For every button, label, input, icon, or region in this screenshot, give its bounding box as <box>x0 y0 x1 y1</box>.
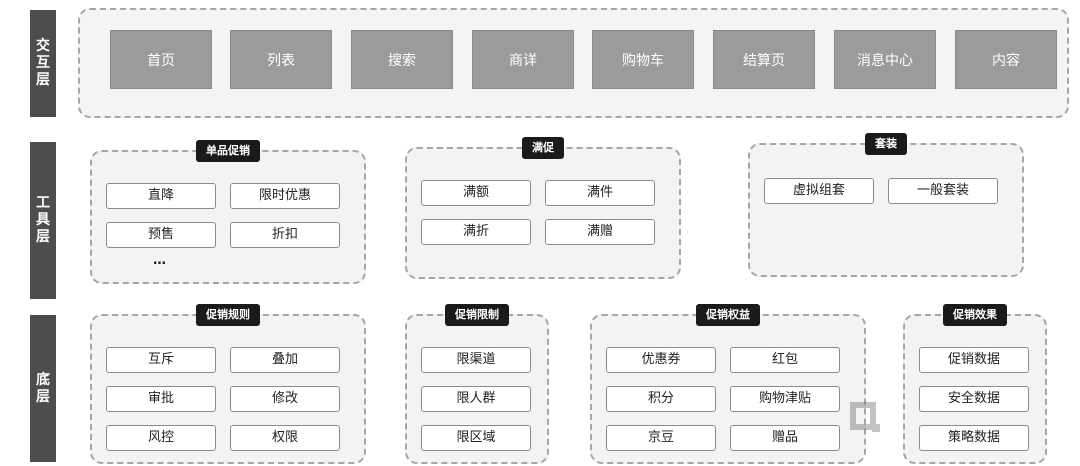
base-benefits-item: 赠品 <box>730 425 840 451</box>
ui-checkout-label: 结算页 <box>743 52 785 69</box>
watermark-logo <box>850 398 1040 440</box>
tool-single-ellipsis: … <box>153 253 166 268</box>
base-benefits-item: 积分 <box>606 386 716 412</box>
tool-single-item: 限时优惠 <box>230 183 340 209</box>
ui-checkout: 结算页 <box>713 30 815 89</box>
base-limits-item: 限渠道 <box>421 347 531 373</box>
tool-single-item: 预售 <box>106 222 216 248</box>
base-group-benefits-title: 促销权益 <box>696 304 760 326</box>
base-effects-item: 促销数据 <box>919 347 1029 373</box>
base-effects-item: 策略数据 <box>919 425 1029 451</box>
watermark-box-icon <box>850 402 876 430</box>
layer-label-base: 底层 <box>30 315 56 462</box>
layer-label-interaction: 交互层 <box>30 10 56 117</box>
tool-single-item: 直降 <box>106 183 216 209</box>
tool-full-item: 满额 <box>421 180 531 206</box>
base-group-rules-title: 促销规则 <box>196 304 260 326</box>
tool-group-bundle-title: 套装 <box>865 133 907 155</box>
ui-cart-label: 购物车 <box>622 52 664 69</box>
base-benefits-item: 优惠券 <box>606 347 716 373</box>
ui-message-center: 消息中心 <box>834 30 936 89</box>
ui-search-label: 搜索 <box>388 52 416 69</box>
tool-full-item: 满赠 <box>545 219 655 245</box>
base-rules-item: 权限 <box>230 425 340 451</box>
base-benefits-item: 京豆 <box>606 425 716 451</box>
watermark-dot-icon <box>872 424 880 432</box>
ui-message-center-label: 消息中心 <box>857 52 913 69</box>
tool-group-bundle: 套装 <box>748 133 1024 277</box>
base-effects-item: 安全数据 <box>919 386 1029 412</box>
tool-full-item: 满折 <box>421 219 531 245</box>
ui-list-label: 列表 <box>267 52 295 69</box>
layer-label-tool-text: 工具层 <box>36 195 50 245</box>
base-rules-item: 修改 <box>230 386 340 412</box>
ui-home: 首页 <box>110 30 212 89</box>
base-rules-item: 审批 <box>106 386 216 412</box>
tool-full-item: 满件 <box>545 180 655 206</box>
ui-content: 内容 <box>955 30 1057 89</box>
base-limits-item: 限区域 <box>421 425 531 451</box>
ui-home-label: 首页 <box>147 52 175 69</box>
tool-bundle-item: 虚拟组套 <box>764 178 874 204</box>
base-benefits-item: 红包 <box>730 347 840 373</box>
tool-bundle-item: 一般套装 <box>888 178 998 204</box>
layer-label-tool: 工具层 <box>30 142 56 299</box>
ui-product-detail-label: 商详 <box>509 52 537 69</box>
layer-label-base-text: 底层 <box>36 371 50 405</box>
tool-single-item: 折扣 <box>230 222 340 248</box>
tool-group-full: 满促 <box>405 137 681 279</box>
tool-group-single: 单品促销 <box>90 140 366 284</box>
ui-cart: 购物车 <box>592 30 694 89</box>
base-benefits-item: 购物津贴 <box>730 386 840 412</box>
base-rules-item: 叠加 <box>230 347 340 373</box>
base-limits-item: 限人群 <box>421 386 531 412</box>
ui-product-detail: 商详 <box>472 30 574 89</box>
base-group-limits-title: 促销限制 <box>445 304 509 326</box>
base-rules-item: 风控 <box>106 425 216 451</box>
base-rules-item: 互斥 <box>106 347 216 373</box>
ui-content-label: 内容 <box>992 52 1020 69</box>
tool-group-full-title: 满促 <box>522 137 564 159</box>
ui-list: 列表 <box>230 30 332 89</box>
ui-search: 搜索 <box>351 30 453 89</box>
base-group-effects-title: 促销效果 <box>943 304 1007 326</box>
layer-label-interaction-text: 交互层 <box>36 38 50 88</box>
tool-group-single-title: 单品促销 <box>196 140 260 162</box>
